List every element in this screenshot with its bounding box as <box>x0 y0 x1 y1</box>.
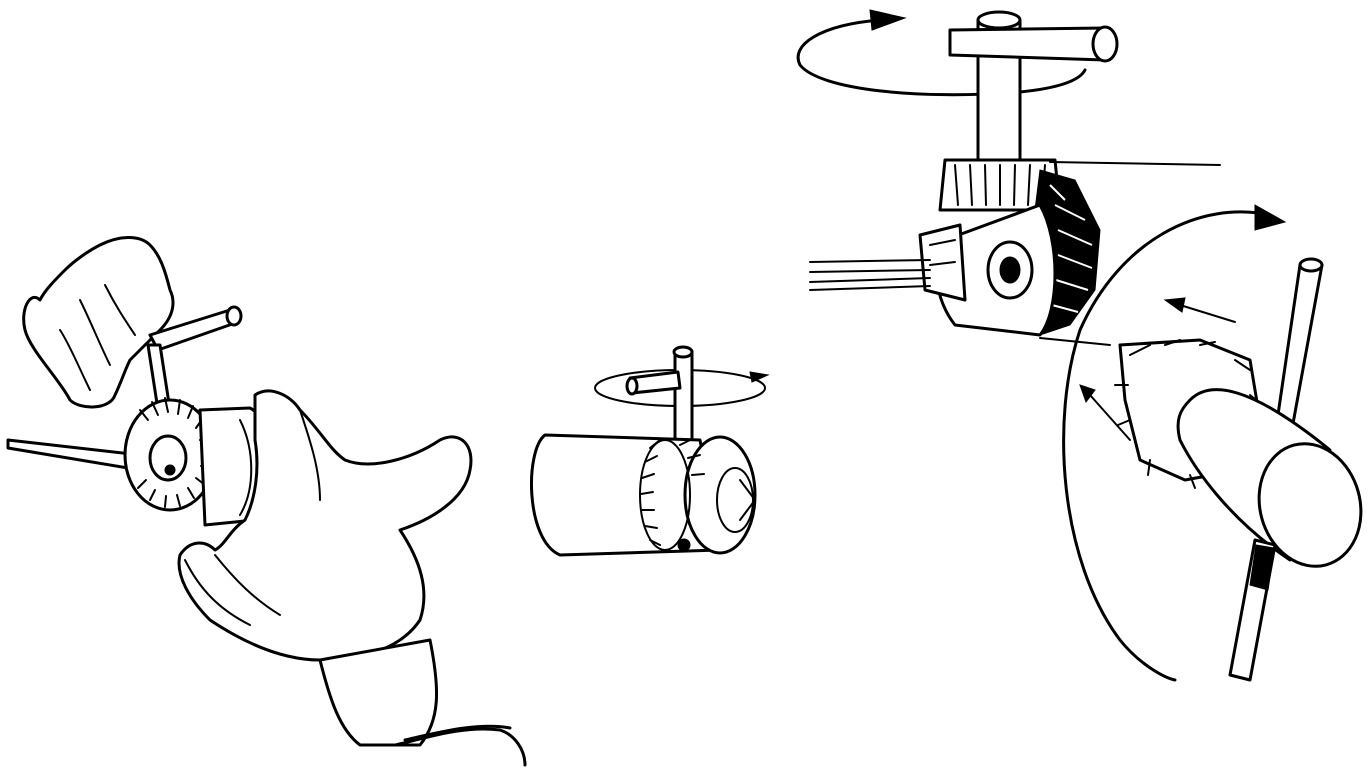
panel-bevel-gear-detail <box>798 10 1369 680</box>
upper-hand <box>24 238 173 407</box>
panel-chuck-key-rotation <box>531 347 768 555</box>
panel-hand-drill <box>8 238 525 766</box>
drill-bit <box>8 440 140 470</box>
drill-handle <box>320 640 437 745</box>
